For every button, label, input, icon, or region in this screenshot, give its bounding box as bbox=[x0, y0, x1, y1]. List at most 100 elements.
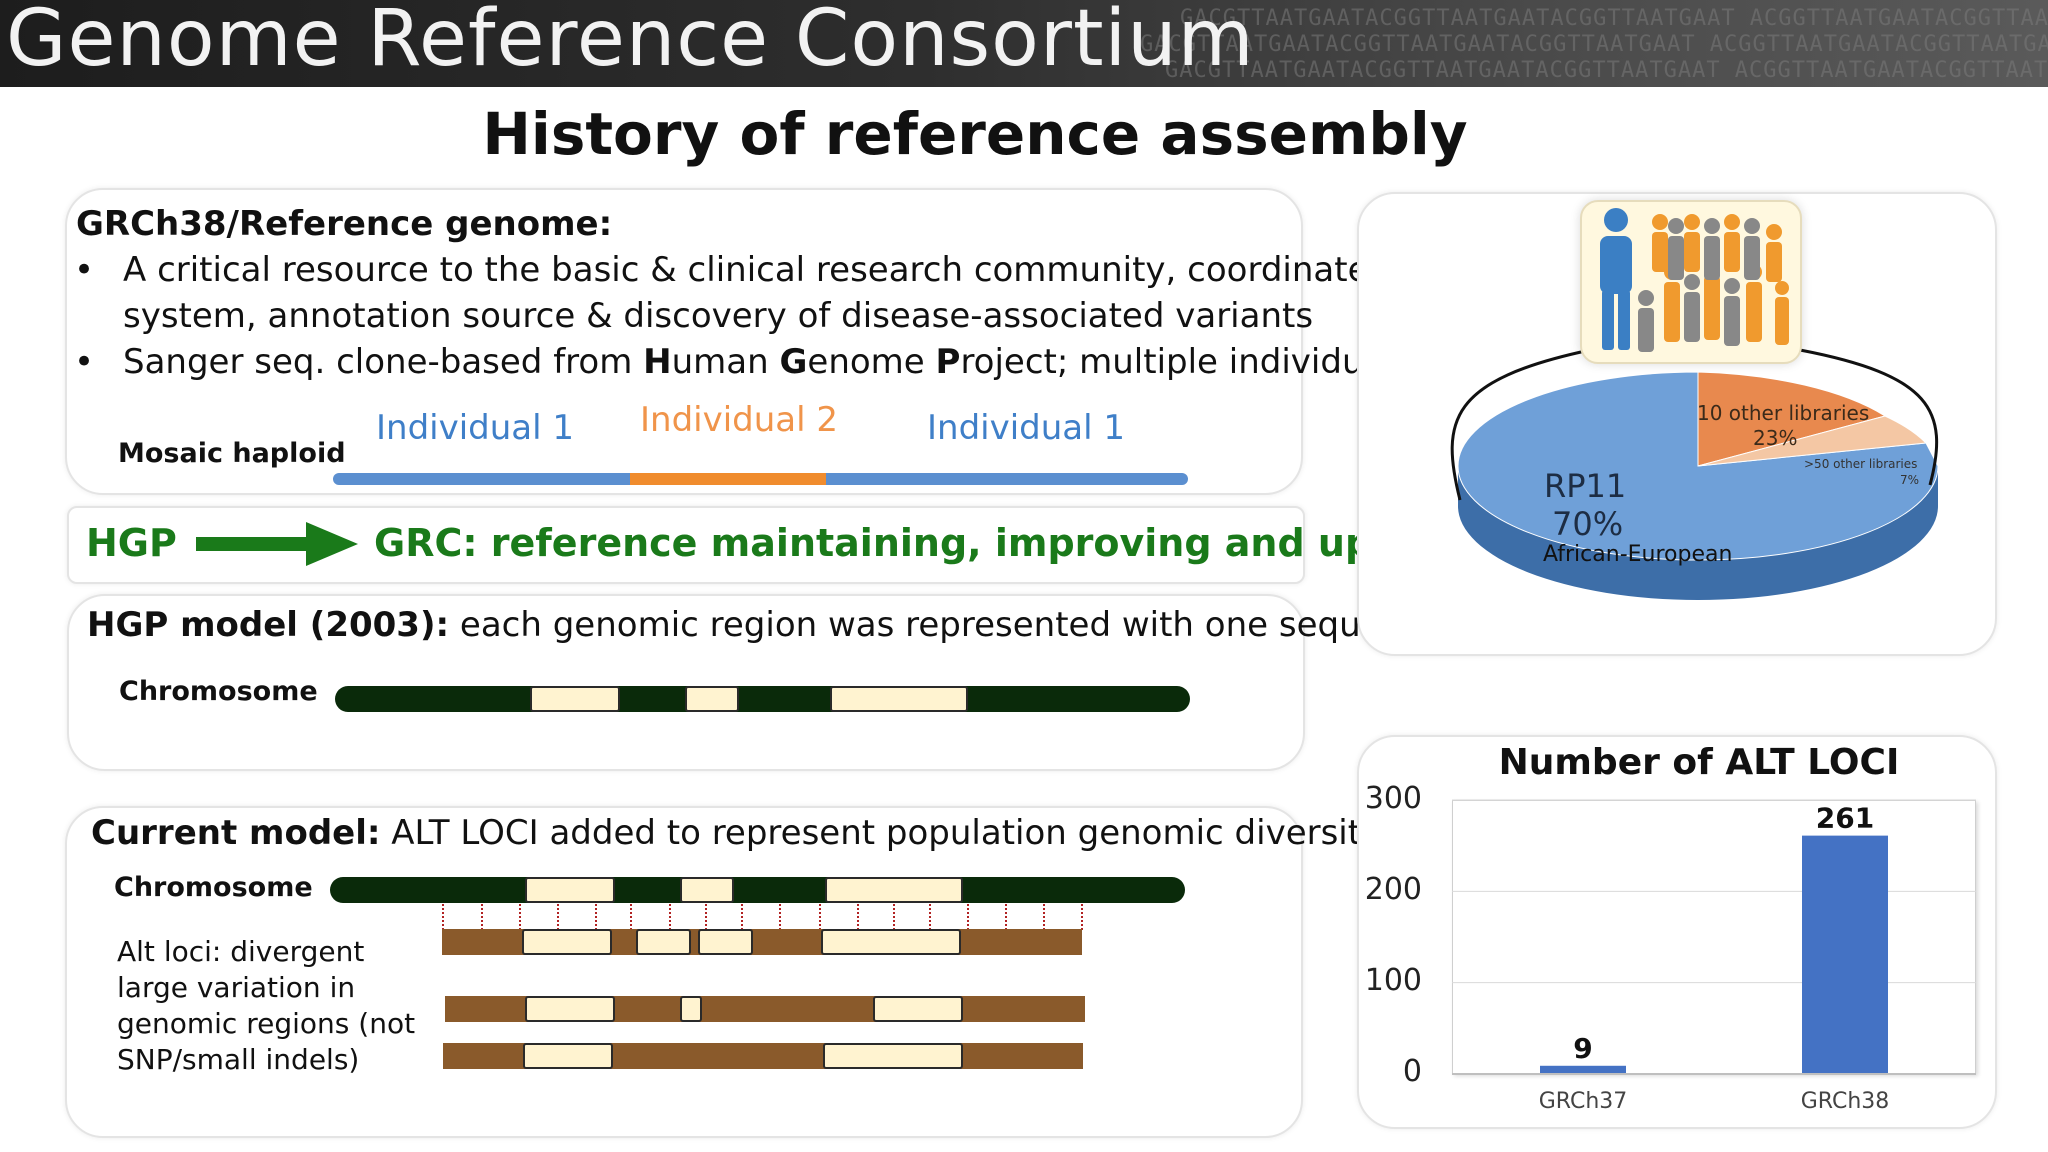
current-chromosome-bar bbox=[330, 877, 1185, 903]
alt-connector-tick bbox=[557, 904, 559, 930]
bullet2-line: Sanger seq. clone-based from Human Genom… bbox=[123, 342, 1412, 382]
current-model-heading-rest: ALT LOCI added to represent population g… bbox=[380, 813, 1382, 853]
hgp-model-heading-bold: HGP model (2003): bbox=[87, 605, 450, 645]
pie-label-rp11: RP11 bbox=[1544, 467, 1627, 505]
current-region-band-1 bbox=[525, 877, 615, 903]
y-tick-300: 300 bbox=[1364, 781, 1422, 816]
current-chromosome-label: Chromosome bbox=[114, 872, 313, 903]
hgp-region-band-1 bbox=[530, 686, 620, 712]
alt-loci-description: Alt loci: divergent large variation in g… bbox=[117, 934, 415, 1078]
y-tick-100: 100 bbox=[1364, 963, 1422, 998]
alt-connector-tick bbox=[519, 904, 521, 930]
pie-label-10-other-pct: 23% bbox=[1753, 426, 1798, 450]
pie-label-50-other: >50 other libraries bbox=[1804, 457, 1918, 471]
libraries-pie-chart bbox=[1440, 370, 1960, 635]
alt-connector-tick bbox=[481, 904, 483, 930]
hgp-region-band-2 bbox=[685, 686, 739, 712]
individual-1-label-left: Individual 1 bbox=[376, 408, 575, 448]
grch38-heading: GRCh38/Reference genome: bbox=[76, 204, 613, 244]
bullet2-uman: uman bbox=[671, 342, 780, 382]
bullet1-line1: A critical resource to the basic & clini… bbox=[123, 250, 1369, 290]
alt-connector-tick bbox=[442, 904, 444, 930]
alt-connector-tick bbox=[779, 904, 781, 930]
bullet2-pre: Sanger seq. clone-based from bbox=[123, 342, 644, 382]
alt-connector-tick bbox=[819, 904, 821, 930]
alt-loci-line-1: Alt loci: divergent bbox=[117, 935, 365, 968]
crowd-of-people-icon bbox=[1580, 200, 1802, 364]
bullet-dot-1: • bbox=[74, 250, 95, 290]
data-label-grch38: 261 bbox=[1816, 802, 1874, 835]
grch38-panel bbox=[65, 188, 1303, 495]
dna-texture-line-3: GACGTTAATGAATACGGTTAATGAATACGGTTAATGAAT … bbox=[1165, 58, 2048, 83]
alt2-band-2 bbox=[680, 996, 702, 1022]
mosaic-haploid-label: Mosaic haploid bbox=[118, 438, 346, 469]
hgp-model-heading: HGP model (2003): each genomic region wa… bbox=[87, 605, 1443, 645]
hgp-label: HGP bbox=[86, 521, 177, 565]
bullet2-g: G bbox=[779, 342, 808, 382]
pie-label-rp11-pct: 70% bbox=[1552, 505, 1624, 543]
alt-connector-tick bbox=[1081, 904, 1083, 930]
y-tick-0: 0 bbox=[1402, 1054, 1422, 1089]
alt2-band-3 bbox=[873, 996, 963, 1022]
current-model-panel bbox=[65, 806, 1303, 1138]
bar-grch37 bbox=[1540, 1065, 1626, 1074]
bullet1-line2: system, annotation source & discovery of… bbox=[123, 296, 1314, 336]
header-banner: GACGTTAATGAATACGGTTAATGAATACGGTTAATGAAT … bbox=[0, 0, 2048, 87]
individual-2-label: Individual 2 bbox=[640, 400, 839, 440]
alt3-band-2 bbox=[823, 1043, 963, 1069]
alt2-band-1 bbox=[525, 996, 615, 1022]
alt-connector-tick bbox=[1043, 904, 1045, 930]
alt-connector-tick bbox=[741, 904, 743, 930]
consortium-title: Genome Reference Consortium bbox=[6, 0, 1255, 84]
alt1-band-3 bbox=[698, 929, 753, 955]
individual-1-label-right: Individual 1 bbox=[927, 408, 1126, 448]
current-region-band-3 bbox=[825, 877, 963, 903]
current-model-heading: Current model: ALT LOCI added to represe… bbox=[91, 813, 1381, 853]
right-arrow-icon bbox=[196, 522, 358, 571]
x-tick-grch37: GRCh37 bbox=[1539, 1089, 1628, 1114]
pie-label-african-european: African-European bbox=[1543, 542, 1733, 567]
hgp-region-band-3 bbox=[830, 686, 968, 712]
pie-label-10-other: 10 other libraries bbox=[1697, 401, 1870, 425]
alt1-band-1 bbox=[522, 929, 612, 955]
alt-connector-tick bbox=[705, 904, 707, 930]
bullet2-rest: roject; multiple individuals bbox=[960, 342, 1412, 382]
alt-loci-line-4: SNP/small indels) bbox=[117, 1043, 360, 1076]
grc-description: GRC: reference maintaining, improving an… bbox=[374, 521, 1492, 565]
bar-grch38 bbox=[1802, 835, 1888, 1074]
alt-connector-tick bbox=[967, 904, 969, 930]
y-tick-200: 200 bbox=[1364, 872, 1422, 907]
hgp-chromosome-bar bbox=[335, 686, 1190, 712]
chart-title: Number of ALT LOCI bbox=[1498, 742, 1900, 783]
alt-connector-tick bbox=[1005, 904, 1007, 930]
hgp-model-heading-rest: each genomic region was represented with… bbox=[449, 605, 1443, 645]
bullet2-h: H bbox=[643, 342, 672, 382]
current-model-heading-bold: Current model: bbox=[91, 813, 381, 853]
alt-connector-tick bbox=[669, 904, 671, 930]
hgp-model-panel bbox=[67, 594, 1305, 771]
alt1-band-2 bbox=[636, 929, 691, 955]
alt-loci-line-3: genomic regions (not bbox=[117, 1007, 416, 1040]
banner-dna-texture: GACGTTAATGAATACGGTTAATGAATACGGTTAATGAAT … bbox=[1140, 6, 2048, 84]
alt-connector-tick bbox=[929, 904, 931, 930]
alt3-band-1 bbox=[523, 1043, 613, 1069]
slide-title: History of reference assembly bbox=[482, 100, 1468, 168]
bullet-dot-2: • bbox=[74, 342, 95, 382]
alt-connector-tick bbox=[630, 904, 632, 930]
hgp-chromosome-label: Chromosome bbox=[119, 676, 318, 707]
alt1-band-4 bbox=[821, 929, 961, 955]
bullet2-p: P bbox=[935, 342, 961, 382]
alt-connector-tick bbox=[595, 904, 597, 930]
alt-connector-tick bbox=[857, 904, 859, 930]
mosaic-segment-individual-1a bbox=[333, 473, 630, 485]
data-label-grch37: 9 bbox=[1573, 1032, 1592, 1065]
alt-connector-tick bbox=[893, 904, 895, 930]
x-tick-grch38: GRCh38 bbox=[1801, 1089, 1890, 1114]
alt-loci-line-2: large variation in bbox=[117, 971, 356, 1004]
mosaic-segment-individual-1b bbox=[826, 473, 1188, 485]
mosaic-segment-individual-2 bbox=[630, 473, 826, 485]
dna-texture-line-2: GACGTTAATGAATACGGTTAATGAATACGGTTAATGAAT … bbox=[1140, 32, 2048, 57]
bullet2-enome: enome bbox=[807, 342, 936, 382]
